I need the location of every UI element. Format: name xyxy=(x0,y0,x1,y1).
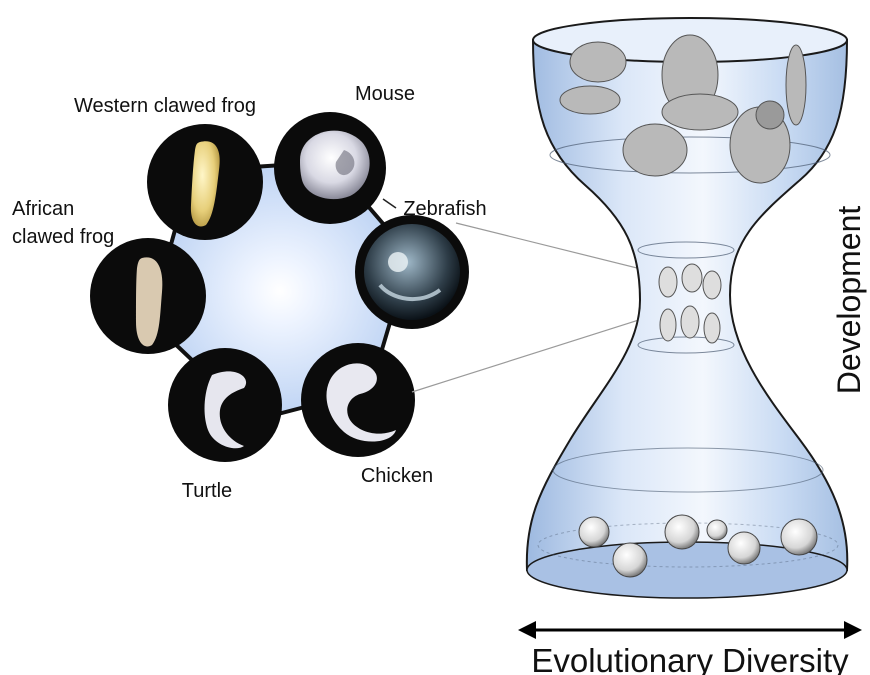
chicken-label: Chicken xyxy=(361,465,433,487)
chicken-embryo xyxy=(301,343,415,457)
hourglass xyxy=(527,18,847,598)
african-clawed-frog-embryo xyxy=(90,238,206,354)
mouse-label: Mouse xyxy=(355,83,415,105)
turtle-embryo xyxy=(168,348,282,462)
african-clawed-frog-label-line2: clawed frog xyxy=(12,226,114,248)
african-clawed-frog-label-line1: African xyxy=(12,198,74,220)
turtle-label: Turtle xyxy=(182,480,232,502)
mouse-embryo xyxy=(274,112,386,224)
development-axis-label: Development xyxy=(831,206,867,395)
evolutionary-diversity-arrow xyxy=(518,621,862,639)
evolutionary-diversity-label: Evolutionary Diversity xyxy=(531,642,849,675)
embryo-ring xyxy=(90,112,645,462)
western-clawed-frog-embryo xyxy=(147,124,263,240)
zebrafish-label: Zebrafish xyxy=(403,198,486,220)
western-clawed-frog-label: Western clawed frog xyxy=(74,95,256,117)
zebrafish-embryo xyxy=(355,215,469,329)
connector-line-top xyxy=(456,223,645,270)
